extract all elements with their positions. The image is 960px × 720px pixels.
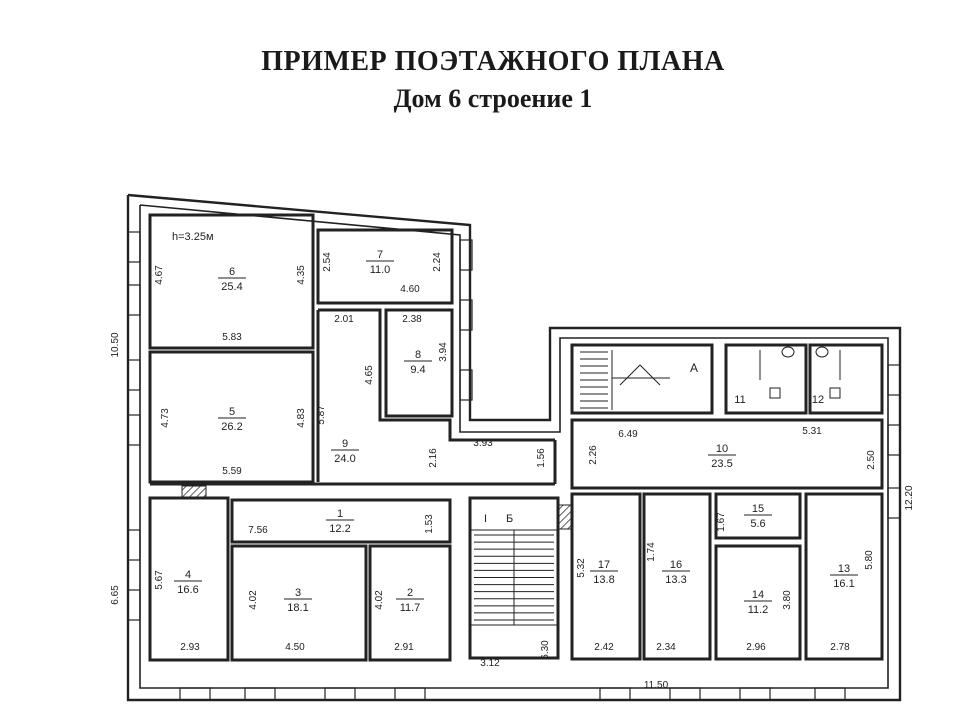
dimension-label: 7.56 [248, 525, 268, 536]
dimension-label: 6.65 [110, 585, 121, 605]
room-area: 5.6 [750, 518, 765, 530]
room-number: 1 [337, 508, 343, 520]
room-area: 25.4 [221, 281, 242, 293]
room-number: 11 [734, 394, 745, 406]
hatched-wall [181, 485, 207, 499]
dimension-label: 4.65 [364, 365, 375, 385]
interior-walls [148, 213, 884, 662]
ceiling-height-label: h=3.25м [172, 231, 214, 243]
dimension-label: 3.12 [480, 658, 500, 669]
dimension-label: 4.60 [400, 284, 420, 295]
room-number: 2 [407, 587, 413, 599]
dimension-label: 2.78 [830, 642, 850, 653]
dimension-label: 2.91 [394, 642, 414, 653]
room-number: 5 [229, 406, 235, 418]
dimension-label: 4.67 [154, 265, 165, 285]
dimension-label: 2.24 [432, 252, 443, 272]
toilet-fixtures [759, 346, 841, 399]
room-number: 16 [670, 559, 682, 571]
dimension-label: 6.49 [618, 429, 638, 440]
dimension-label: 5.32 [576, 558, 587, 578]
dimension-label: 4.50 [285, 642, 305, 653]
dimension-label: 5.87 [316, 405, 327, 425]
dimension-label: 5.80 [864, 550, 875, 570]
stair-label-a: А [690, 361, 698, 375]
dimension-label: 1.67 [716, 512, 727, 532]
dimension-label: 5.31 [802, 426, 822, 437]
dimension-label: 2.96 [746, 642, 766, 653]
dimension-label: 4.02 [248, 590, 259, 610]
dimension-label: 2.16 [428, 448, 439, 468]
room-number: 9 [342, 438, 348, 450]
dimension-label: 2.01 [334, 314, 354, 325]
dimension-label: 2.42 [594, 642, 614, 653]
dimension-label: 5.67 [154, 570, 165, 590]
room-area: 13.3 [665, 574, 686, 586]
room-number: 17 [598, 559, 610, 571]
room-area: 9.4 [410, 364, 425, 376]
room-area: 11.2 [748, 604, 769, 616]
room-number: 3 [295, 587, 301, 599]
room-number: 7 [377, 249, 383, 261]
outer-walls [126, 193, 902, 702]
room-number: 6 [229, 266, 235, 278]
room-area: 13.8 [593, 574, 614, 586]
dimension-label: 2.38 [402, 314, 422, 325]
dimension-label: 3.93 [473, 438, 493, 449]
dimension-label: 11.50 [644, 680, 669, 691]
dimension-label: 6.30 [540, 640, 551, 660]
room-area: 11.7 [400, 602, 421, 614]
room-number: 15 [752, 503, 764, 515]
dimension-label: 2.93 [180, 642, 200, 653]
stair-steps [474, 534, 554, 621]
room-number: 8 [415, 349, 421, 361]
room-number: 14 [752, 589, 764, 601]
room-area: 11.0 [370, 264, 391, 276]
dimension-label: 2.34 [656, 642, 676, 653]
dimension-label: 3.80 [782, 590, 793, 610]
dimension-label: 3.94 [438, 342, 449, 362]
dimension-label: 1.53 [424, 514, 435, 534]
dimension-label: 1.74 [646, 542, 657, 562]
dimension-label: 2.50 [866, 450, 877, 470]
stair-steps [580, 351, 608, 409]
dimension-label: 2.54 [322, 252, 333, 272]
dimension-labels: 4.67 4.35 5.83 2.54 2.24 4.60 2.01 2.38 4.65 3.94… [110, 252, 915, 691]
dimension-label: 1.56 [536, 448, 547, 468]
dimension-label: 4.02 [374, 590, 385, 610]
dimension-label: 2.26 [588, 445, 599, 465]
dimension-label: 5.59 [222, 466, 242, 477]
dimension-label: 4.73 [160, 408, 171, 428]
room-area: 26.2 [221, 421, 242, 433]
dimension-label: 12.20 [904, 485, 915, 510]
dimension-label: 4.83 [296, 408, 307, 428]
stair-label-i: I [484, 513, 487, 525]
stair-label-b: Б [506, 513, 513, 525]
room-area: 23.5 [711, 458, 732, 470]
room-area: 16.1 [833, 578, 854, 590]
dimension-label: 5.83 [222, 332, 242, 343]
room-area: 24.0 [334, 453, 355, 465]
room-number: 12 [812, 394, 824, 406]
room-labels: 1 12.2 2 11.7 3 18.1 4 16.6 5 26.2 6 25.4 7 11.0 8 9.4 9… [174, 249, 858, 616]
staircase-a [611, 350, 670, 410]
dimension-label: 10.50 [110, 332, 121, 357]
dimension-label: 4.35 [296, 265, 307, 285]
page-subtitle: Дом 6 строение 1 [393, 84, 593, 113]
room-number: 13 [838, 563, 850, 575]
room-number: 10 [716, 443, 728, 455]
room-number: 4 [185, 569, 191, 581]
page-title: ПРИМЕР ПОЭТАЖНОГО ПЛАНА [261, 46, 725, 77]
hatched-wall [557, 504, 573, 530]
room-area: 16.6 [177, 584, 198, 596]
room-area: 18.1 [287, 602, 308, 614]
room-area: 12.2 [329, 523, 350, 535]
